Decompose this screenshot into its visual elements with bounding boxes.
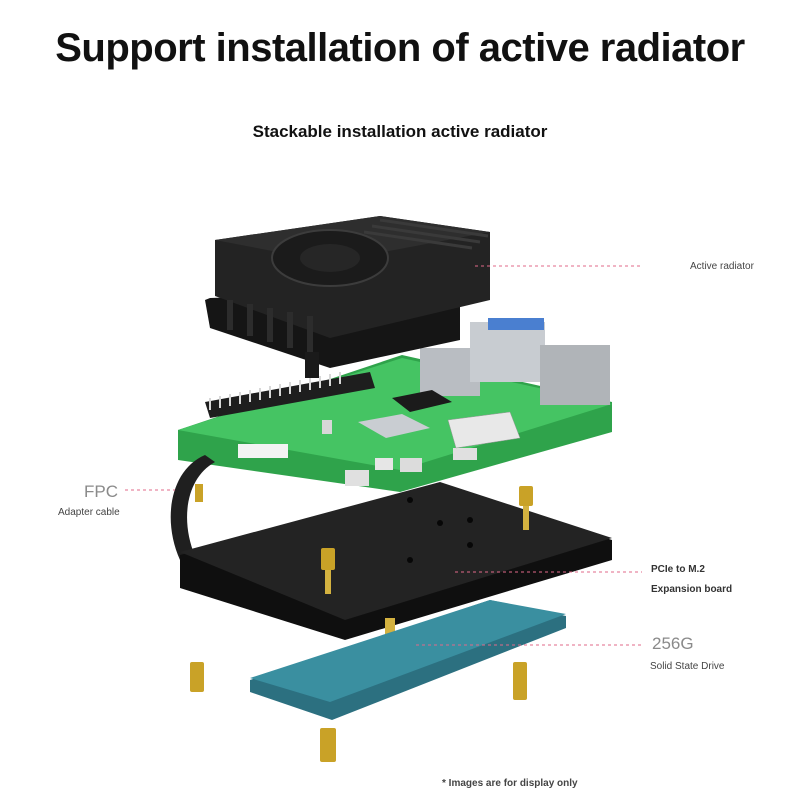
expansion-board: [180, 482, 612, 640]
callout-ssd-capacity: 256G: [652, 634, 694, 653]
fpc-cable: [170, 455, 215, 560]
active-radiator: [205, 216, 490, 378]
callout-active-radiator: Active radiator: [690, 261, 754, 272]
callout-ssd-label: Solid State Drive: [650, 661, 725, 672]
page-title: Support installation of active radiator: [55, 26, 745, 70]
main-board: [178, 318, 612, 492]
standoffs: [190, 484, 533, 762]
display-footnote: * Images are for display only: [442, 778, 578, 789]
page-subtitle: Stackable installation active radiator: [252, 122, 548, 141]
callout-expansion-board: Expansion board: [651, 584, 733, 595]
ssd-module: [250, 600, 566, 720]
leader-lines: [125, 265, 642, 646]
callout-fpc: FPC: [84, 482, 118, 501]
callout-adapter-cable: Adapter cable: [58, 507, 120, 518]
callout-pcie-to-m2: PCIe to M.2: [651, 564, 705, 575]
